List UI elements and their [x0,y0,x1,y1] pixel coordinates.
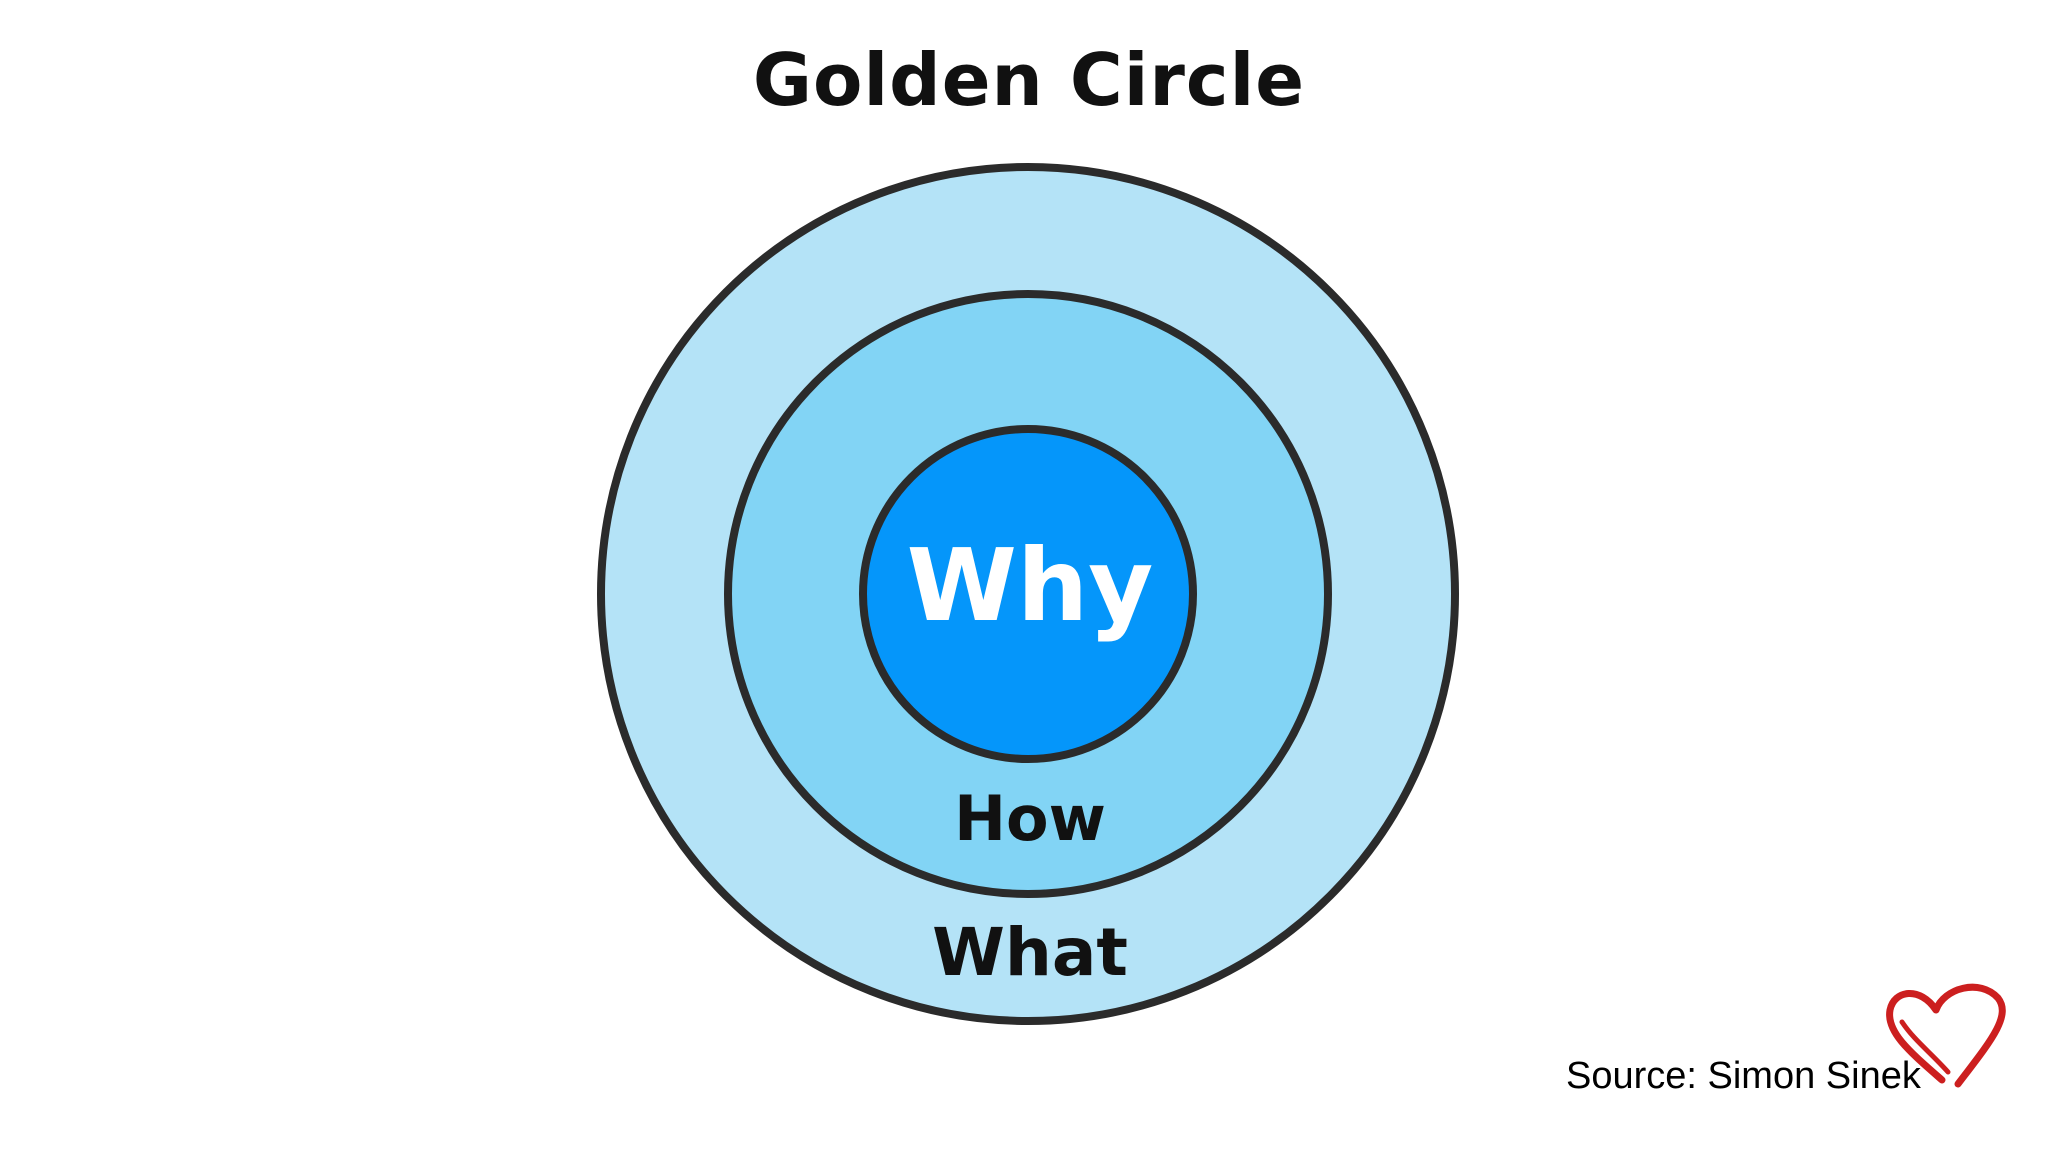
source-caption: Source: Simon Sinek [1566,1055,1921,1097]
heart-icon [1886,983,2006,1088]
why-circle [859,425,1197,763]
what-label: What [932,914,1128,991]
how-label: How [954,782,1106,855]
page-title: Golden Circle [752,38,1306,122]
why-label: Why [907,527,1154,644]
